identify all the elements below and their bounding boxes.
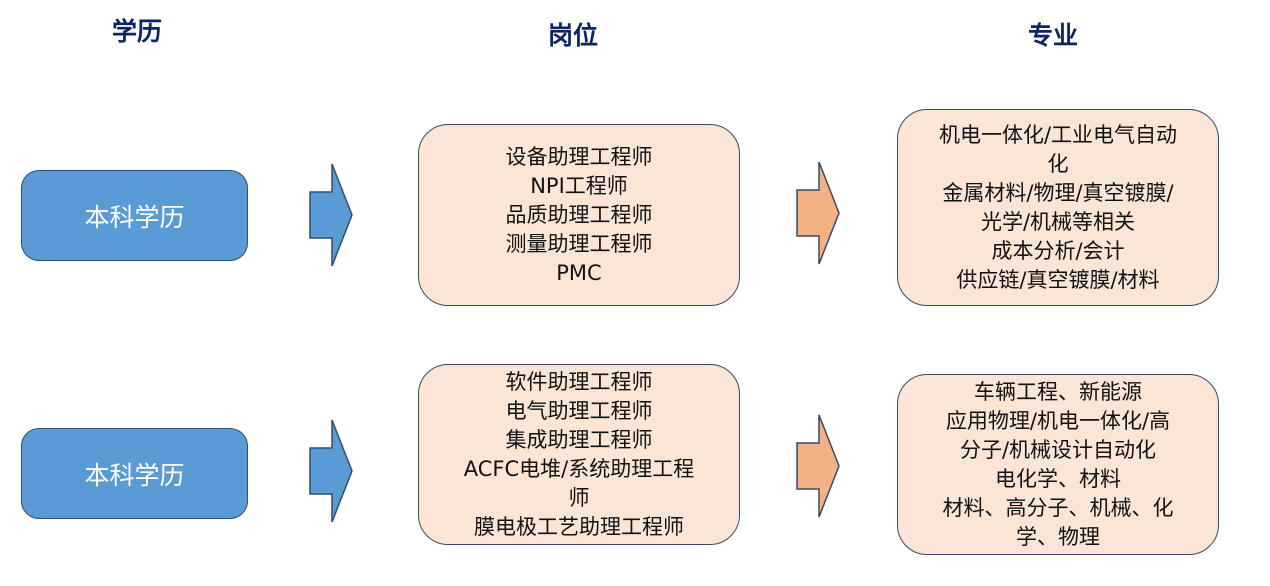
arrow-right-icon [309, 163, 353, 267]
position-item: 软件助理工程师 [505, 369, 653, 394]
position-item: 师 [568, 485, 590, 510]
education-box-row-2: 本科学历 [21, 428, 248, 519]
majors-list: 车辆工程、新能源 应用物理/机电一体化/高 分子/机械设计自动化 电化学、材料 … [943, 378, 1174, 552]
major-item: 供应链/真空镀膜/材料 [956, 267, 1160, 292]
major-item: 应用物理/机电一体化/高 [945, 408, 1171, 433]
positions-list: 软件助理工程师 电气助理工程师 集成助理工程师 ACFC电堆/系统助理工程 师 … [464, 368, 694, 542]
header-education: 学历 [112, 17, 163, 46]
major-item: 电化学、材料 [995, 466, 1121, 491]
majors-list: 机电一体化/工业电气自动 化 金属材料/物理/真空镀膜/ 光学/机械等相关 成本… [939, 121, 1177, 295]
position-item: 设备助理工程师 [505, 144, 653, 169]
arrow-right-icon [796, 161, 840, 265]
major-item: 分子/机械设计自动化 [959, 437, 1157, 462]
position-item: PMC [556, 260, 602, 285]
position-item: 测量助理工程师 [505, 231, 653, 256]
position-item: 电气助理工程师 [505, 398, 653, 423]
position-item: 品质助理工程师 [505, 202, 653, 227]
positions-list: 设备助理工程师 NPI工程师 品质助理工程师 测量助理工程师 PMC [506, 143, 653, 288]
major-item: 材料、高分子、机械、化 [942, 495, 1174, 520]
position-item: NPI工程师 [530, 173, 628, 198]
header-major: 专业 [1028, 21, 1079, 50]
major-item: 车辆工程、新能源 [974, 379, 1142, 404]
positions-card-row-1: 设备助理工程师 NPI工程师 品质助理工程师 测量助理工程师 PMC [418, 124, 740, 306]
major-item: 化 [1047, 151, 1069, 176]
majors-card-row-1: 机电一体化/工业电气自动 化 金属材料/物理/真空镀膜/ 光学/机械等相关 成本… [897, 109, 1219, 306]
major-item: 机电一体化/工业电气自动 [938, 122, 1178, 147]
arrow-right-icon [796, 414, 840, 518]
education-box-row-1: 本科学历 [21, 170, 248, 261]
majors-card-row-2: 车辆工程、新能源 应用物理/机电一体化/高 分子/机械设计自动化 电化学、材料 … [897, 374, 1219, 555]
positions-card-row-2: 软件助理工程师 电气助理工程师 集成助理工程师 ACFC电堆/系统助理工程 师 … [418, 364, 740, 545]
major-item: 学、物理 [1016, 524, 1100, 549]
major-item: 光学/机械等相关 [980, 209, 1136, 234]
arrow-right-icon [309, 419, 353, 523]
position-item: 膜电极工艺助理工程师 [473, 514, 684, 539]
header-position: 岗位 [548, 21, 599, 50]
position-item: 集成助理工程师 [505, 427, 653, 452]
major-item: 成本分析/会计 [991, 238, 1125, 263]
position-item: ACFC电堆/系统助理工程 [463, 456, 695, 481]
major-item: 金属材料/物理/真空镀膜/ [942, 180, 1174, 205]
